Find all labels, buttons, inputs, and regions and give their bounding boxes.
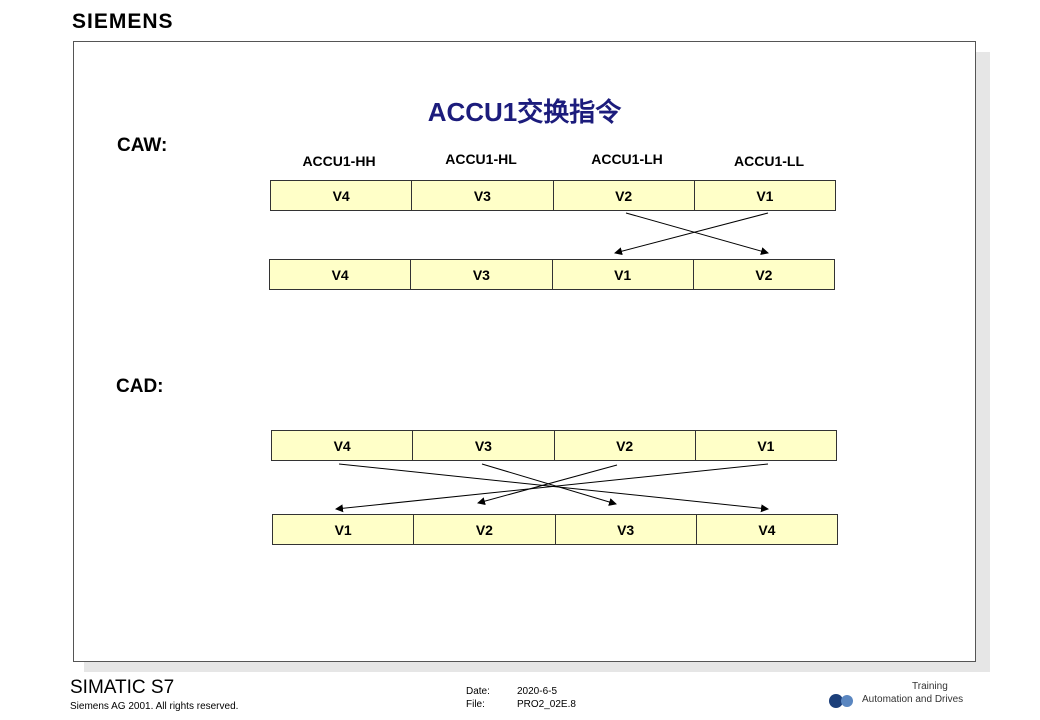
register-cell: V1 [273, 515, 415, 544]
register-cell: V3 [556, 515, 697, 544]
date-value: 2020-6-5 [517, 686, 558, 697]
cad-arrow-v1-down [335, 463, 769, 513]
register-cell: V1 [757, 437, 775, 454]
slide-title: ACCU1交换指令 [427, 97, 622, 127]
file-label: File: [466, 699, 485, 710]
column-header-ll: ACCU1-LL [734, 153, 804, 169]
register-cell: V1 [553, 260, 694, 289]
division-name: Automation and Drives [862, 694, 964, 705]
cad-label: CAD: [116, 376, 164, 397]
register-cell: V2 [755, 266, 773, 283]
column-header-hh: ACCU1-HH [302, 153, 376, 169]
file-value: PRO2_02E.8 [517, 699, 576, 710]
caw-after-register: V4 V3 V1 V2 [269, 259, 835, 290]
column-header-hl: ACCU1-HL [445, 151, 517, 167]
siemens-logo: SIEMENS [72, 10, 174, 33]
register-cell: V4 [758, 521, 776, 538]
copyright: Siemens AG 2001. All rights reserved. [70, 701, 239, 712]
automation-drives-logo-icon [829, 694, 853, 708]
slide: ACCU1交换指令 CAW: ACCU1-HH ACCU1-HL ACCU1-L… [73, 41, 976, 662]
division-partial-text: Training [912, 681, 948, 692]
caw-arrow-v1-down [614, 212, 769, 256]
column-header-lh: ACCU1-LH [591, 151, 663, 167]
caw-arrow-v2-down [625, 212, 769, 255]
register-cell: V4 [270, 260, 412, 289]
product-name: SIMATIC S7 [70, 677, 175, 698]
register-cell: V3 [411, 260, 553, 289]
register-cell: V4 [271, 181, 413, 210]
register-cell: V2 [414, 515, 556, 544]
cad-before-register: V4 V3 V2 V1 [271, 430, 837, 461]
register-cell: V3 [412, 181, 554, 210]
register-cell: V2 [555, 431, 696, 460]
date-label: Date: [466, 686, 490, 697]
register-cell: V4 [272, 431, 414, 460]
swap-arrows-diagram [335, 212, 769, 513]
caw-label: CAW: [117, 135, 168, 156]
register-cell: V1 [756, 187, 774, 204]
cad-after-register: V1 V2 V3 V4 [272, 514, 838, 545]
register-cell: V3 [413, 431, 555, 460]
cad-arrow-v2-down [477, 464, 618, 506]
caw-before-register: V4 V3 V2 V1 [270, 180, 836, 211]
register-cell: V2 [554, 181, 695, 210]
